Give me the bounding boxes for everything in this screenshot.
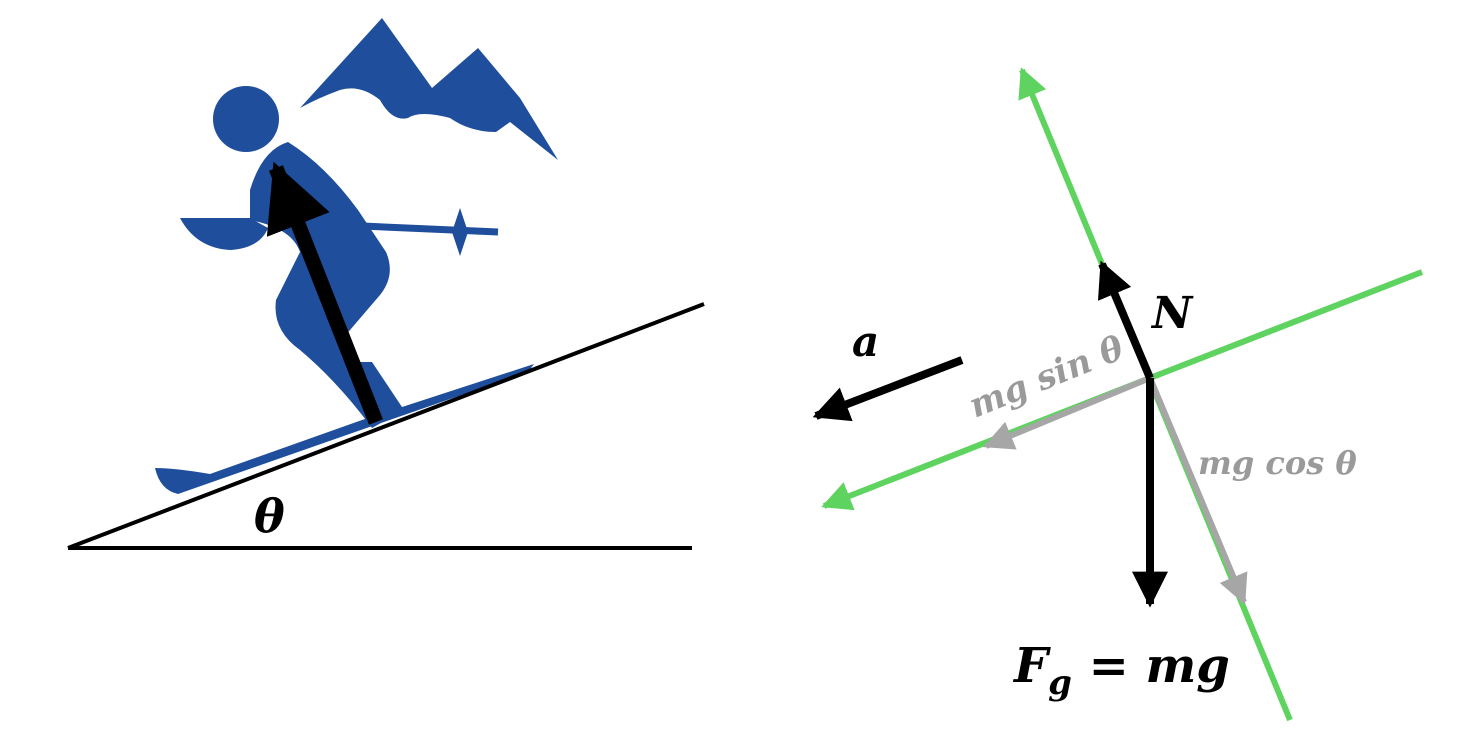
svg-text:Fg = mg: Fg = mg: [1012, 638, 1230, 703]
normal-force-label: N: [1150, 288, 1194, 339]
gravity-label: Fg = mg: [1012, 638, 1230, 703]
ski-pole-icon: [339, 221, 499, 236]
skier-scene: θ: [67, 18, 705, 550]
perpendicular-component-arrow: [1147, 376, 1248, 605]
gravity-label-rest: = mg: [1072, 638, 1230, 694]
ski-icon: [155, 364, 534, 494]
skier-normal-arrow: [266, 161, 383, 425]
mountain-icon: [300, 18, 558, 160]
normal-force-arrow: [1097, 260, 1154, 380]
parallel-component-arrow: [983, 375, 1152, 450]
parallel-axis-right: [1148, 269, 1424, 381]
gravity-label-main: F: [1012, 638, 1051, 694]
acceleration-arrow: [812, 356, 964, 422]
skier-head-icon: [213, 86, 279, 152]
acceleration-label: a: [852, 317, 879, 366]
skier-arm-icon: [180, 218, 268, 250]
perpendicular-component-label: mg cos θ: [1198, 444, 1357, 482]
incline-line: [67, 302, 705, 550]
gravity-label-subscript: g: [1048, 663, 1072, 703]
ski-pole-basket-icon: [452, 208, 468, 256]
angle-label: θ: [254, 489, 285, 543]
force-diagram: N a mg sin θ mg cos θ Fg = mg: [812, 67, 1424, 722]
parallel-component-label: mg sin θ: [963, 328, 1129, 426]
